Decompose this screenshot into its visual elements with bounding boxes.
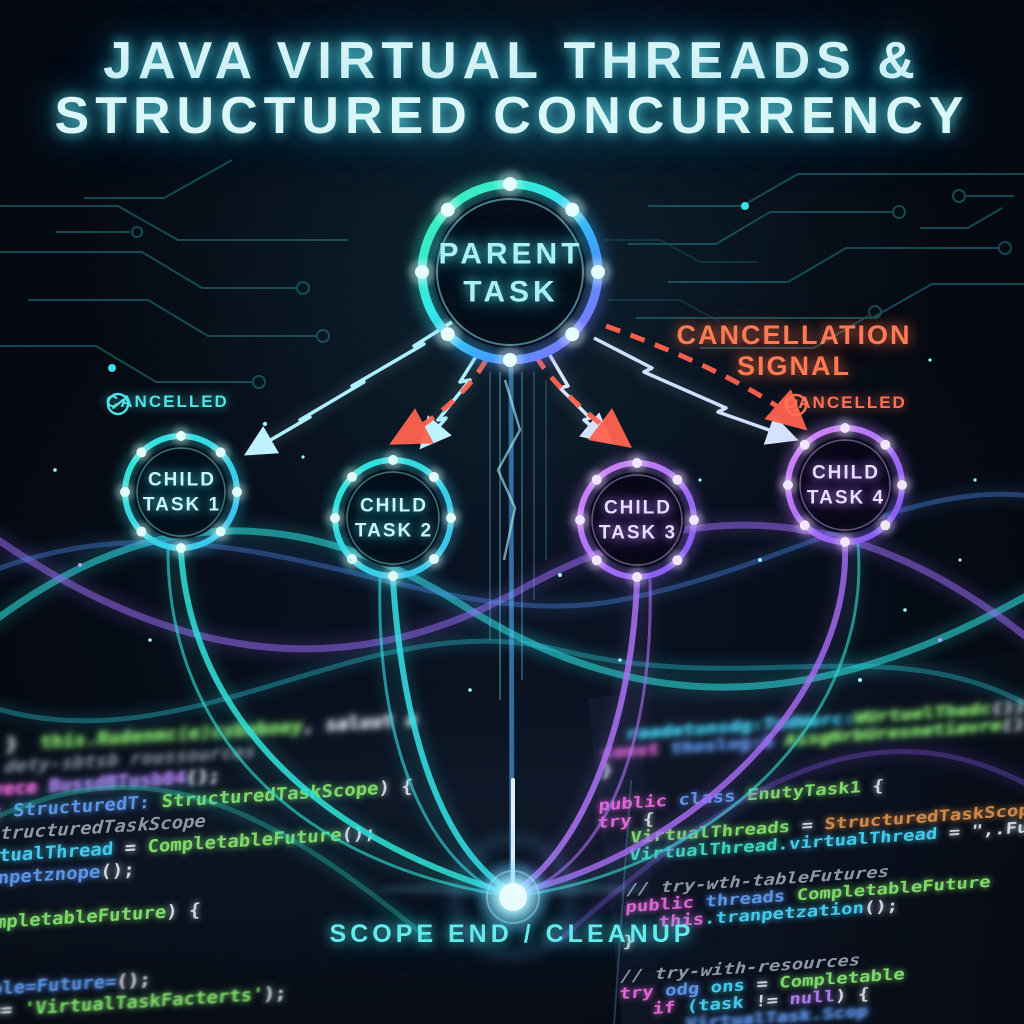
scope-end-label: SCOPE END / CLEANUP	[329, 920, 695, 948]
data-stream-lines	[489, 372, 547, 700]
parent-label-line1: PARENT	[438, 237, 584, 271]
circle-slash-icon	[106, 392, 130, 416]
child2-line2: TASK 2	[354, 520, 434, 541]
cancelled-right-text: CANCELLED	[784, 393, 907, 412]
parent-label-line2: TASK	[463, 275, 559, 308]
child4-line1: CHILD	[811, 462, 881, 484]
title-line-1: JAVA VIRTUAL THREADS &	[103, 32, 921, 90]
page-title: JAVA VIRTUAL THREADS & STRUCTURED CONCUR…	[0, 34, 1024, 143]
child1-line1: CHILD	[147, 469, 217, 491]
child1-line2: TASK 1	[142, 494, 222, 515]
glowing-node-dot	[108, 364, 116, 372]
cancellation-line2: SIGNAL	[736, 351, 851, 382]
sparkle-dots	[53, 358, 977, 692]
scope-end-orb	[378, 834, 648, 960]
child3-line1: CHILD	[603, 497, 673, 519]
cancellation-line1: CANCELLATION	[676, 320, 912, 350]
title-line-2: STRUCTURED CONCURRENCY	[54, 86, 970, 145]
funnel-streams	[163, 361, 864, 899]
cancelled-badge-left: CANCELLED	[106, 392, 229, 416]
child3-line2: TASK 3	[598, 522, 678, 543]
child-task-1-label: CHILD TASK 1	[143, 468, 221, 517]
child-task-4-label: CHILD TASK 4	[807, 461, 885, 510]
circle-alert-icon	[784, 393, 808, 417]
parent-task-node-label: PARENT TASK	[438, 236, 583, 311]
child-task-2-label: CHILD TASK 2	[355, 494, 433, 543]
child2-line1: CHILD	[359, 495, 429, 517]
child4-line2: TASK 4	[806, 487, 886, 508]
flow-ribbons	[0, 487, 1024, 947]
glowing-node-dot	[741, 202, 749, 210]
cancellation-arrows	[389, 323, 808, 449]
cancellation-signal-label: CANCELLATION SIGNAL	[664, 320, 924, 382]
ring-node-dots	[115, 170, 912, 587]
cancelled-badge-right: CANCELLED	[784, 393, 907, 417]
cancelled-left-text: CANCELLED	[106, 392, 229, 411]
child-task-3-label: CHILD TASK 3	[599, 496, 677, 545]
